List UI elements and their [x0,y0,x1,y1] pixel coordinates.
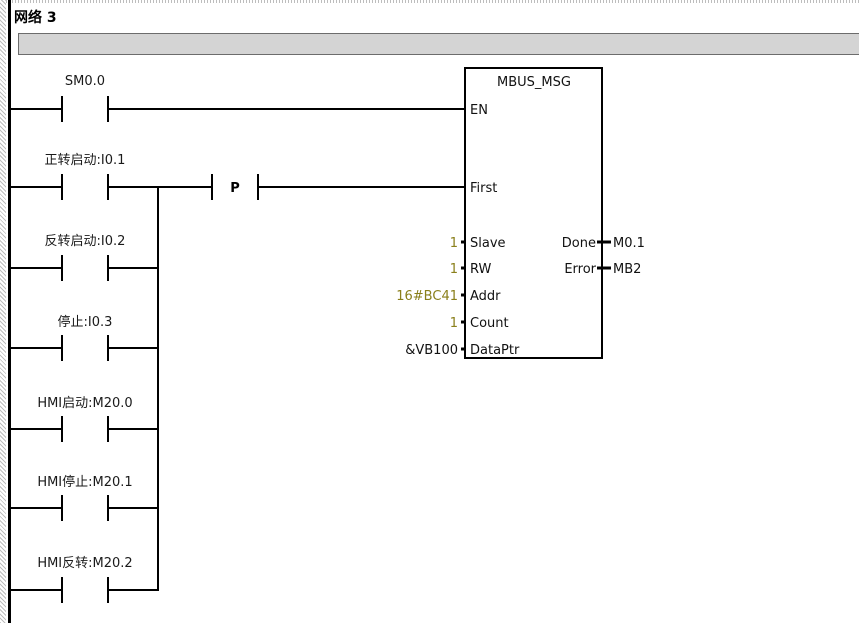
block-title: MBUS_MSG [497,75,571,90]
contact-sm0-0[interactable] [10,96,465,122]
contact-label-hmi-reverse: HMI反转:M20.2 [37,556,132,571]
pin-slave: Slave [470,236,506,251]
pin-done: Done [562,236,596,251]
param-addr-value[interactable]: 16#BC41 [396,289,458,304]
editor-left-border [0,0,6,623]
pin-dataptr: DataPtr [470,343,520,358]
network-comment-field[interactable] [18,33,859,55]
edge-label: P [230,181,240,196]
contact-label-reverse-start: 反转启动:I0.2 [45,234,126,249]
contact-hmi-reverse[interactable] [10,577,158,603]
contact-hmi-start[interactable] [10,416,158,442]
param-count-value[interactable]: 1 [450,316,458,331]
param-done-value[interactable]: M0.1 [613,236,645,251]
pin-error: Error [564,262,596,277]
param-error-value[interactable]: MB2 [613,262,641,277]
positive-edge-contact[interactable] [211,174,465,200]
pin-first: First [470,181,497,196]
pin-rw: RW [470,262,492,277]
pin-en: EN [470,103,488,118]
contact-label-hmi-stop: HMI停止:M20.1 [37,474,132,490]
param-rw-value[interactable]: 1 [450,262,458,277]
contact-label-forward-start: 正转启动:I0.1 [45,153,126,168]
contact-stop[interactable] [10,335,158,361]
contact-forward-start[interactable] [10,174,212,200]
mbus-msg-block[interactable] [464,67,603,359]
pin-count: Count [470,316,509,331]
contact-label-sm0-0: SM0.0 [65,74,105,89]
left-power-rail [8,0,11,623]
network-title[interactable]: 网络 3 [14,10,57,26]
editor-top-border [0,0,859,3]
pin-addr: Addr [470,289,501,304]
param-slave-value[interactable]: 1 [450,236,458,251]
contact-label-hmi-start: HMI启动:M20.0 [37,396,132,411]
contact-label-stop: 停止:I0.3 [58,314,113,330]
contact-hmi-stop[interactable] [10,495,158,521]
param-dataptr-value[interactable]: &VB100 [405,343,458,358]
contact-reverse-start[interactable] [10,255,158,281]
